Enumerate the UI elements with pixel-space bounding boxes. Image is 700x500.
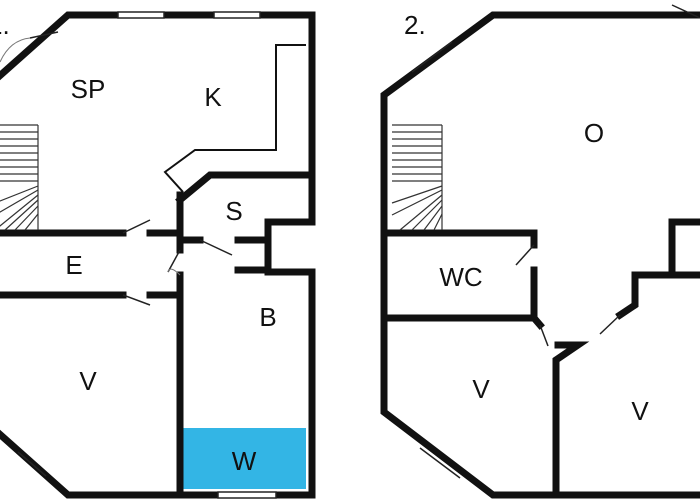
kitchen-counter — [163, 44, 306, 193]
door — [0, 31, 59, 63]
room-wc-label: WC — [439, 262, 482, 292]
wc-top-wall — [380, 229, 538, 249]
wc-bottom-wall — [380, 314, 545, 330]
room-v-label: V — [472, 374, 490, 404]
v-divider-wall — [552, 341, 590, 499]
window — [17, 451, 47, 477]
room-w-fill — [182, 428, 306, 489]
door — [599, 314, 621, 335]
room-o-label: O — [584, 118, 604, 148]
window — [213, 11, 261, 19]
window — [117, 11, 165, 19]
door — [539, 324, 549, 347]
staircase — [391, 124, 443, 231]
window — [217, 491, 277, 499]
staircase — [0, 124, 39, 231]
floor-1-outer-wall — [0, 11, 316, 499]
floor-2-label: 2. — [404, 10, 426, 40]
door — [199, 239, 233, 256]
door — [122, 219, 151, 234]
room-k-label: K — [204, 82, 222, 112]
v-right-top-wall — [615, 271, 676, 320]
floor-1-s-top-wall — [175, 171, 316, 205]
door — [167, 249, 181, 276]
room-w-label: W — [232, 446, 257, 476]
floor-1-label: 1. — [0, 10, 10, 40]
room-v-label: V — [79, 366, 97, 396]
window — [419, 447, 461, 479]
door — [122, 294, 151, 306]
floor-1-plan: 1. — [0, 10, 316, 499]
room-s-label: S — [225, 196, 242, 226]
floor-2-outer-wall — [380, 11, 700, 499]
door — [671, 4, 700, 19]
room-sp-label: SP — [71, 74, 106, 104]
door — [515, 244, 535, 266]
floor-2-right-notch — [668, 218, 700, 279]
window — [411, 41, 453, 73]
room-b-label: B — [259, 302, 276, 332]
room-e-label: E — [65, 250, 82, 280]
room-v-label: V — [631, 396, 649, 426]
floor-2-plan: 2. — [380, 4, 700, 499]
